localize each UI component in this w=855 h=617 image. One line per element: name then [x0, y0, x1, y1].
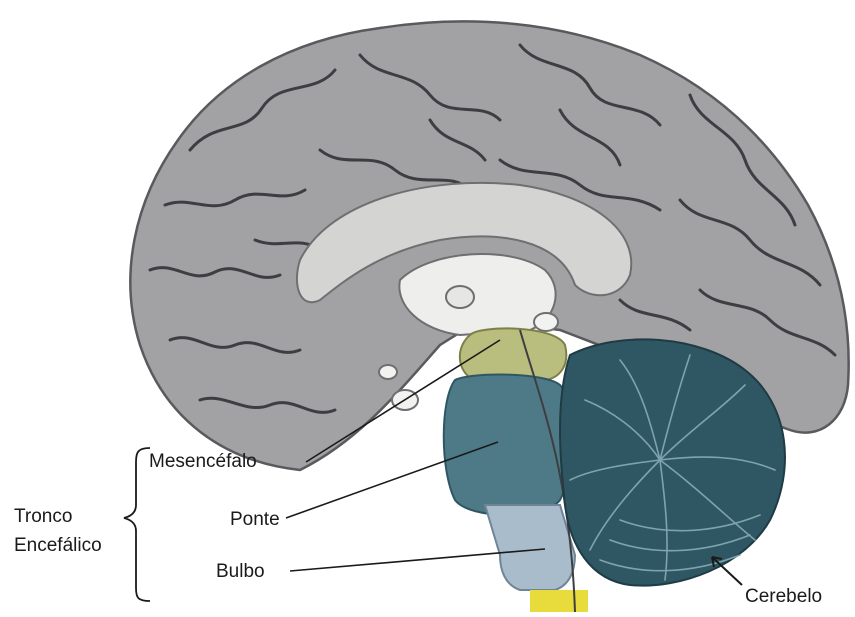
brainstem-brace — [124, 448, 150, 601]
label-cerebelo: Cerebelo — [745, 587, 822, 606]
mammillary-body — [379, 365, 397, 379]
label-bulbo: Bulbo — [216, 562, 265, 581]
thalamus-nucleus — [446, 286, 474, 308]
spinal-cord — [530, 590, 588, 612]
label-tronco-line1: Tronco — [14, 507, 72, 526]
label-tronco-line2: Encefálico — [14, 536, 102, 555]
medulla — [485, 505, 575, 590]
pineal-nodule — [534, 313, 558, 331]
pons — [444, 375, 572, 515]
label-mesencefalo: Mesencéfalo — [149, 452, 257, 471]
label-ponte: Ponte — [230, 510, 280, 529]
midbrain — [460, 328, 566, 380]
thalamus — [399, 254, 555, 335]
